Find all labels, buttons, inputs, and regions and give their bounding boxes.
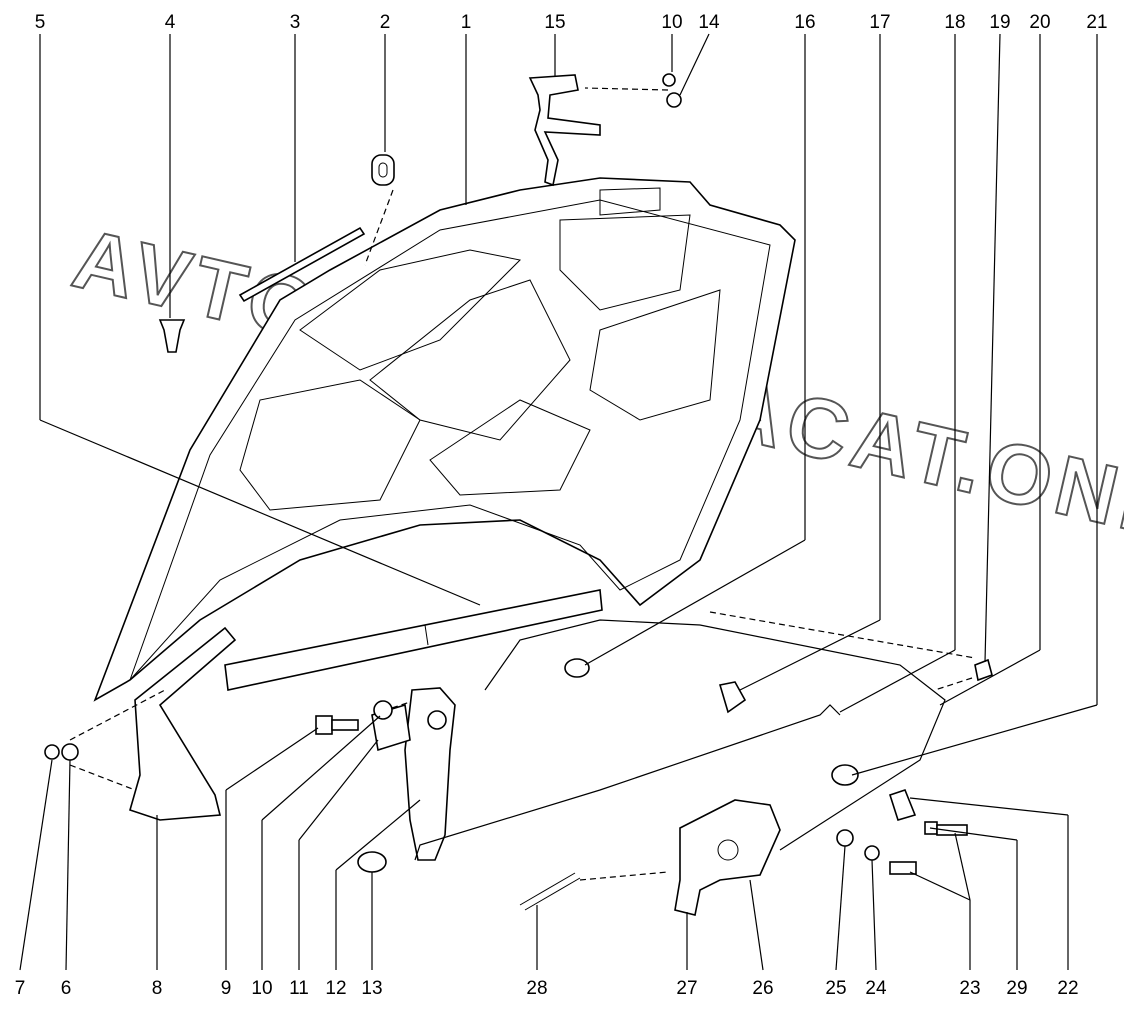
callout-7: 7	[15, 978, 26, 999]
callout-15: 15	[544, 12, 565, 33]
bolt-9	[315, 715, 359, 735]
callout-26: 26	[752, 978, 773, 999]
bumper-4	[158, 319, 186, 353]
callout-19: 19	[989, 12, 1010, 33]
callout-21: 21	[1086, 12, 1107, 33]
callout-16: 16	[794, 12, 815, 33]
top-callout-labels: 5 4 3 2 1 15 10 14 16 17 18 19 20 21	[35, 12, 1108, 33]
callout-1: 1	[461, 12, 472, 33]
callout-5: 5	[35, 12, 46, 33]
bottom-callout-labels: 7 6 8 9 10 11 12 13 28 27 26 25 24 23 29…	[15, 978, 1079, 999]
callout-28: 28	[526, 978, 547, 999]
front-seal-5	[224, 589, 603, 691]
grommet-2	[371, 154, 395, 186]
striker-bracket-12	[404, 687, 456, 861]
seal-strip-3	[238, 226, 366, 303]
callout-2: 2	[380, 12, 391, 33]
release-cable	[484, 619, 993, 851]
hood-panel	[93, 177, 796, 702]
callout-18: 18	[944, 12, 965, 33]
hood-stay-15	[528, 73, 682, 187]
callout-17: 17	[869, 12, 890, 33]
assembly-arrows	[69, 87, 976, 881]
callout-10b: 10	[251, 978, 272, 999]
washer-10	[373, 700, 393, 720]
latch-27	[519, 789, 968, 916]
callout-3: 3	[290, 12, 301, 33]
callout-6: 6	[61, 978, 72, 999]
release-rod-18	[414, 704, 841, 861]
callout-22: 22	[1057, 978, 1078, 999]
callout-23: 23	[959, 978, 980, 999]
callout-25: 25	[825, 978, 846, 999]
callout-11: 11	[289, 978, 309, 999]
callout-13: 13	[361, 978, 382, 999]
callout-20: 20	[1029, 12, 1050, 33]
callout-9: 9	[221, 978, 232, 999]
callout-27: 27	[676, 978, 697, 999]
leader-lines	[19, 33, 1098, 971]
callout-14: 14	[698, 12, 720, 33]
callout-24: 24	[865, 978, 887, 999]
callout-10: 10	[661, 12, 682, 33]
callout-4: 4	[165, 12, 176, 33]
hinge-8	[44, 626, 237, 821]
grommet-13	[357, 851, 387, 873]
callout-8: 8	[152, 978, 163, 999]
callout-12: 12	[325, 978, 346, 999]
callout-29: 29	[1006, 978, 1027, 999]
